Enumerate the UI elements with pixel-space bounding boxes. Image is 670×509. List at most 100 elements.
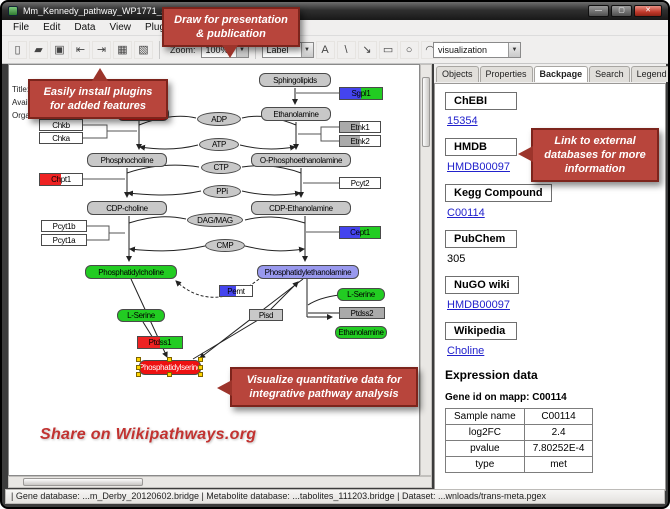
canvas-vertical-scrollbar[interactable] bbox=[420, 64, 432, 476]
pathway-node-ppi[interactable]: PPi bbox=[203, 185, 241, 198]
backpage-link[interactable]: 15354 bbox=[447, 115, 478, 127]
ellipse-tool-icon[interactable]: ○ bbox=[399, 40, 419, 59]
tab-properties[interactable]: Properties bbox=[479, 66, 533, 82]
menu-item-edit[interactable]: Edit bbox=[43, 22, 61, 33]
selection-handle[interactable] bbox=[198, 364, 203, 370]
table-label-cell: log2FC bbox=[445, 424, 525, 441]
backpage-section-header: ChEBI bbox=[445, 92, 517, 110]
minimize-button[interactable]: — bbox=[588, 5, 609, 17]
pathway-node-cdp-choline[interactable]: CDP-choline bbox=[87, 201, 167, 215]
export-icon[interactable]: ⇥ bbox=[92, 40, 111, 59]
callout-visualize-text: Visualize quantitative data for integrat… bbox=[246, 374, 402, 400]
selection-handle[interactable] bbox=[167, 372, 172, 377]
import-icon[interactable]: ⇤ bbox=[71, 40, 90, 59]
maximize-button[interactable]: ▢ bbox=[611, 5, 632, 17]
canvas-horizontal-scrollbar[interactable] bbox=[8, 476, 432, 488]
label-tool-icon[interactable]: A bbox=[315, 40, 335, 59]
table-value-cell: 7.80252E-4 bbox=[523, 440, 594, 457]
arrow-tool-icon[interactable]: ↘ bbox=[357, 40, 377, 59]
pathway-node-chkb[interactable]: Chkb bbox=[39, 119, 83, 131]
paste-icon[interactable]: ▧ bbox=[134, 40, 153, 59]
pathway-node-chka[interactable]: Chka bbox=[39, 132, 83, 144]
backpage-link[interactable]: Choline bbox=[447, 345, 485, 357]
menu-item-file[interactable]: File bbox=[13, 22, 30, 33]
tab-legend[interactable]: Legend bbox=[630, 66, 668, 82]
pathway-attribute-label: Avail bbox=[12, 98, 30, 107]
backpage-link[interactable]: HMDB00097 bbox=[447, 161, 510, 173]
callout-databases: Link to external databases for more info… bbox=[518, 128, 659, 182]
callout-plugins: Easily install plugins for added feature… bbox=[28, 68, 168, 119]
pathway-attribute-label: Title: bbox=[12, 85, 30, 94]
pathway-node-phosphatidylcholine[interactable]: Phosphatidylcholine bbox=[85, 265, 177, 279]
menu-item-plugins[interactable]: Plugins bbox=[138, 21, 185, 34]
open-folder-icon[interactable]: ▰ bbox=[29, 40, 48, 59]
pathway-node-pcyt1b[interactable]: Pcyt1b bbox=[41, 220, 87, 232]
tab-objects[interactable]: Objects bbox=[436, 66, 479, 82]
selection-handle[interactable] bbox=[136, 372, 141, 377]
pathway-node-pemt[interactable]: Pemt bbox=[219, 285, 253, 297]
pathway-node-cept1[interactable]: Cept1 bbox=[339, 226, 381, 239]
status-bar: | Gene database: ...m_Derby_20120602.bri… bbox=[5, 489, 665, 504]
pathway-node-chpt1[interactable]: Chpt1 bbox=[39, 173, 83, 186]
pathway-node-adp[interactable]: ADP bbox=[197, 112, 241, 126]
pathway-node-sgpl1[interactable]: Sgpl1 bbox=[339, 87, 383, 100]
save-icon[interactable]: ▣ bbox=[50, 40, 69, 59]
backpage-link[interactable]: HMDB00097 bbox=[447, 299, 510, 311]
pathway-node-phosphocholine[interactable]: Phosphocholine bbox=[87, 153, 167, 167]
title-bar[interactable]: Mm_Kennedy_pathway_WP1771_45176.gpml — ▢… bbox=[2, 2, 668, 20]
selection-handle[interactable] bbox=[198, 372, 203, 377]
pathway-node-etnk2[interactable]: Etnk2 bbox=[339, 135, 381, 147]
close-button[interactable]: ✕ bbox=[634, 5, 662, 17]
table-value-cell: met bbox=[523, 456, 594, 473]
pathway-node-o-phosphoethanolamine[interactable]: O-Phosphoethanolamine bbox=[251, 153, 351, 167]
pathway-node-ptdss1[interactable]: Ptdss1 bbox=[137, 336, 183, 349]
chevron-down-icon: ▼ bbox=[300, 42, 313, 57]
visualization-combobox[interactable]: visualization ▼ bbox=[433, 42, 521, 58]
selection-handle[interactable] bbox=[198, 357, 203, 362]
pathway-node-l-serine[interactable]: L-Serine bbox=[337, 288, 385, 301]
line-tool-icon[interactable]: \ bbox=[336, 40, 356, 59]
pathway-node-sphingolipids[interactable]: Sphingolipids bbox=[259, 73, 331, 87]
menu-item-data[interactable]: Data bbox=[74, 22, 96, 33]
vertical-scrollbar-thumb[interactable] bbox=[422, 77, 430, 147]
pathway-node-ethanolamine[interactable]: Ethanolamine bbox=[335, 326, 387, 339]
gene-id-line: Gene id on mapp: C00114 bbox=[445, 392, 567, 403]
pathway-node-ptdss2[interactable]: Ptdss2 bbox=[339, 307, 385, 319]
pathway-node-dag-mag[interactable]: DAG/MAG bbox=[187, 213, 243, 227]
pathway-node-l-serine[interactable]: L-Serine bbox=[117, 309, 165, 322]
rectangle-tool-icon[interactable]: ▭ bbox=[378, 40, 398, 59]
pathway-node-pisd[interactable]: Pisd bbox=[249, 309, 283, 321]
pathway-node-atp[interactable]: ATP bbox=[199, 138, 239, 151]
pathway-node-etnk1[interactable]: Etnk1 bbox=[339, 121, 381, 133]
backpage-section-header: Wikipedia bbox=[445, 322, 517, 340]
tab-backpage[interactable]: Backpage bbox=[533, 66, 589, 82]
backpage-section-header: Kegg Compound bbox=[445, 184, 552, 202]
copy-icon[interactable]: ▦ bbox=[113, 40, 132, 59]
new-file-icon[interactable]: ▯ bbox=[8, 40, 27, 59]
pathway-node-cdp-ethanolamine[interactable]: CDP-Ethanolamine bbox=[251, 201, 351, 215]
callout-pointer-icon bbox=[222, 45, 238, 58]
pathway-node-cmp[interactable]: CMP bbox=[205, 239, 245, 252]
tab-search[interactable]: Search bbox=[589, 66, 630, 82]
selection-handle[interactable] bbox=[167, 357, 172, 362]
pathway-node-ethanolamine[interactable]: Ethanolamine bbox=[261, 107, 331, 121]
pathway-node-pcyt1a[interactable]: Pcyt1a bbox=[41, 234, 87, 246]
backpage-link[interactable]: C00114 bbox=[447, 207, 485, 219]
callout-pointer-icon bbox=[217, 380, 232, 396]
zoom-label: Zoom: bbox=[170, 44, 196, 55]
chevron-down-icon: ▼ bbox=[508, 43, 520, 57]
pathway-node-pcyt2[interactable]: Pcyt2 bbox=[339, 177, 381, 189]
menu-item-view[interactable]: View bbox=[109, 22, 131, 33]
horizontal-scrollbar-thumb[interactable] bbox=[23, 478, 143, 486]
selection-handle[interactable] bbox=[136, 357, 141, 362]
pathway-node-phosphatidylethanolamine[interactable]: Phosphatidylethanolamine bbox=[257, 265, 359, 279]
selection-handle[interactable] bbox=[136, 364, 141, 370]
pathway-node-ctp[interactable]: CTP bbox=[201, 161, 241, 174]
